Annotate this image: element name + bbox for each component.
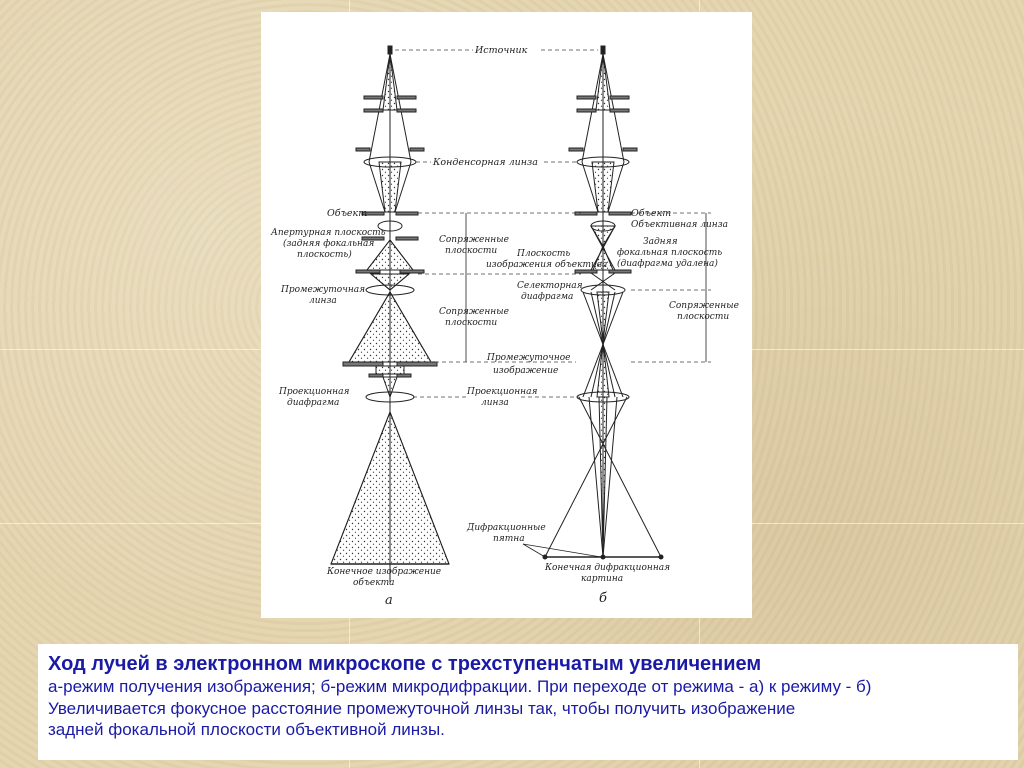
caption-box: Ход лучей в электронном микроскопе с тре… — [38, 644, 1018, 760]
label-conjugate-planes-1b: плоскости — [445, 246, 497, 256]
column-b — [542, 45, 664, 560]
label-final-diffraction-1: Конечная дифракционная — [544, 563, 670, 573]
caption-line-2: Увеличивается фокусное расстояние промеж… — [48, 698, 796, 718]
label-intermediate-image-2: изображение — [493, 365, 558, 376]
label-aperture-plane-1: Апертурная плоскость — [270, 228, 386, 238]
microscope-ray-diagram: Источник Конденсорная линза Объект Аперт… — [261, 12, 752, 618]
label-condenser-lens: Конденсорная линза — [432, 157, 538, 168]
label-back-focal-2: фокальная плоскость — [617, 248, 722, 258]
label-image-plane-1: Плоскость — [516, 249, 570, 259]
column-a — [330, 45, 450, 582]
label-selector-aperture-1: Селекторная — [517, 281, 583, 291]
diagram-svg: Источник Конденсорная линза Объект Аперт… — [270, 45, 739, 608]
label-intermediate-lens-2: линза — [309, 296, 337, 306]
source-b — [600, 45, 606, 55]
label-objective-lens: Объективная линза — [631, 219, 728, 230]
label-object-left: Объект — [327, 208, 367, 219]
label-back-focal-1: Задняя — [643, 237, 678, 247]
label-conjugate-planes-3b: плоскости — [677, 312, 729, 322]
label-aperture-plane-2: (задняя фокальная — [283, 238, 374, 249]
label-final-diffraction-2: картина — [581, 574, 623, 584]
label-projection-aperture-1: Проекционная — [278, 387, 349, 397]
label-selector-aperture-2: диафрагма — [521, 292, 573, 302]
label-final-image-1: Конечное изображение — [326, 566, 441, 577]
source-a — [387, 45, 393, 55]
caption-title: Ход лучей в электронном микроскопе с тре… — [48, 653, 762, 675]
label-aperture-plane-3: плоскость) — [297, 249, 352, 260]
label-projection-lens-1: Проекционная — [466, 387, 537, 397]
label-conjugate-planes-3a: Сопряженные — [669, 301, 739, 311]
dimension-marks — [465, 213, 707, 362]
objective-lens-a — [377, 220, 403, 232]
label-panel-a: а — [385, 593, 393, 608]
label-intermediate-lens-1: Промежуточная — [280, 285, 365, 295]
label-back-focal-3: (диафрагма удалена) — [617, 258, 718, 269]
label-diffraction-spots-2: пятна — [493, 534, 525, 544]
label-conjugate-planes-1a: Сопряженные — [439, 235, 509, 245]
caption-line-3: задней фокальной плоскости объективной л… — [48, 720, 445, 739]
label-source: Источник — [474, 45, 528, 56]
label-projection-aperture-2: диафрагма — [287, 398, 339, 408]
label-projection-lens-2: линза — [481, 398, 509, 408]
final-image-cone-a — [330, 410, 450, 565]
label-diffraction-spots-1: Дифракционные — [466, 523, 546, 533]
label-final-image-2: объекта — [353, 577, 395, 588]
leader-lines — [395, 49, 711, 398]
label-intermediate-image-1: Промежуточное — [486, 353, 571, 363]
label-object-right: Объект — [631, 208, 671, 219]
label-conjugate-planes-2a: Сопряженные — [439, 307, 509, 317]
caption-line-1: а-режим получения изображения; б-режим м… — [48, 677, 872, 696]
label-image-plane-2: изображения объектива — [486, 259, 607, 270]
diffraction-spot-arrows — [522, 543, 602, 558]
label-panel-b: б — [599, 591, 607, 606]
label-conjugate-planes-2b: плоскости — [445, 318, 497, 328]
